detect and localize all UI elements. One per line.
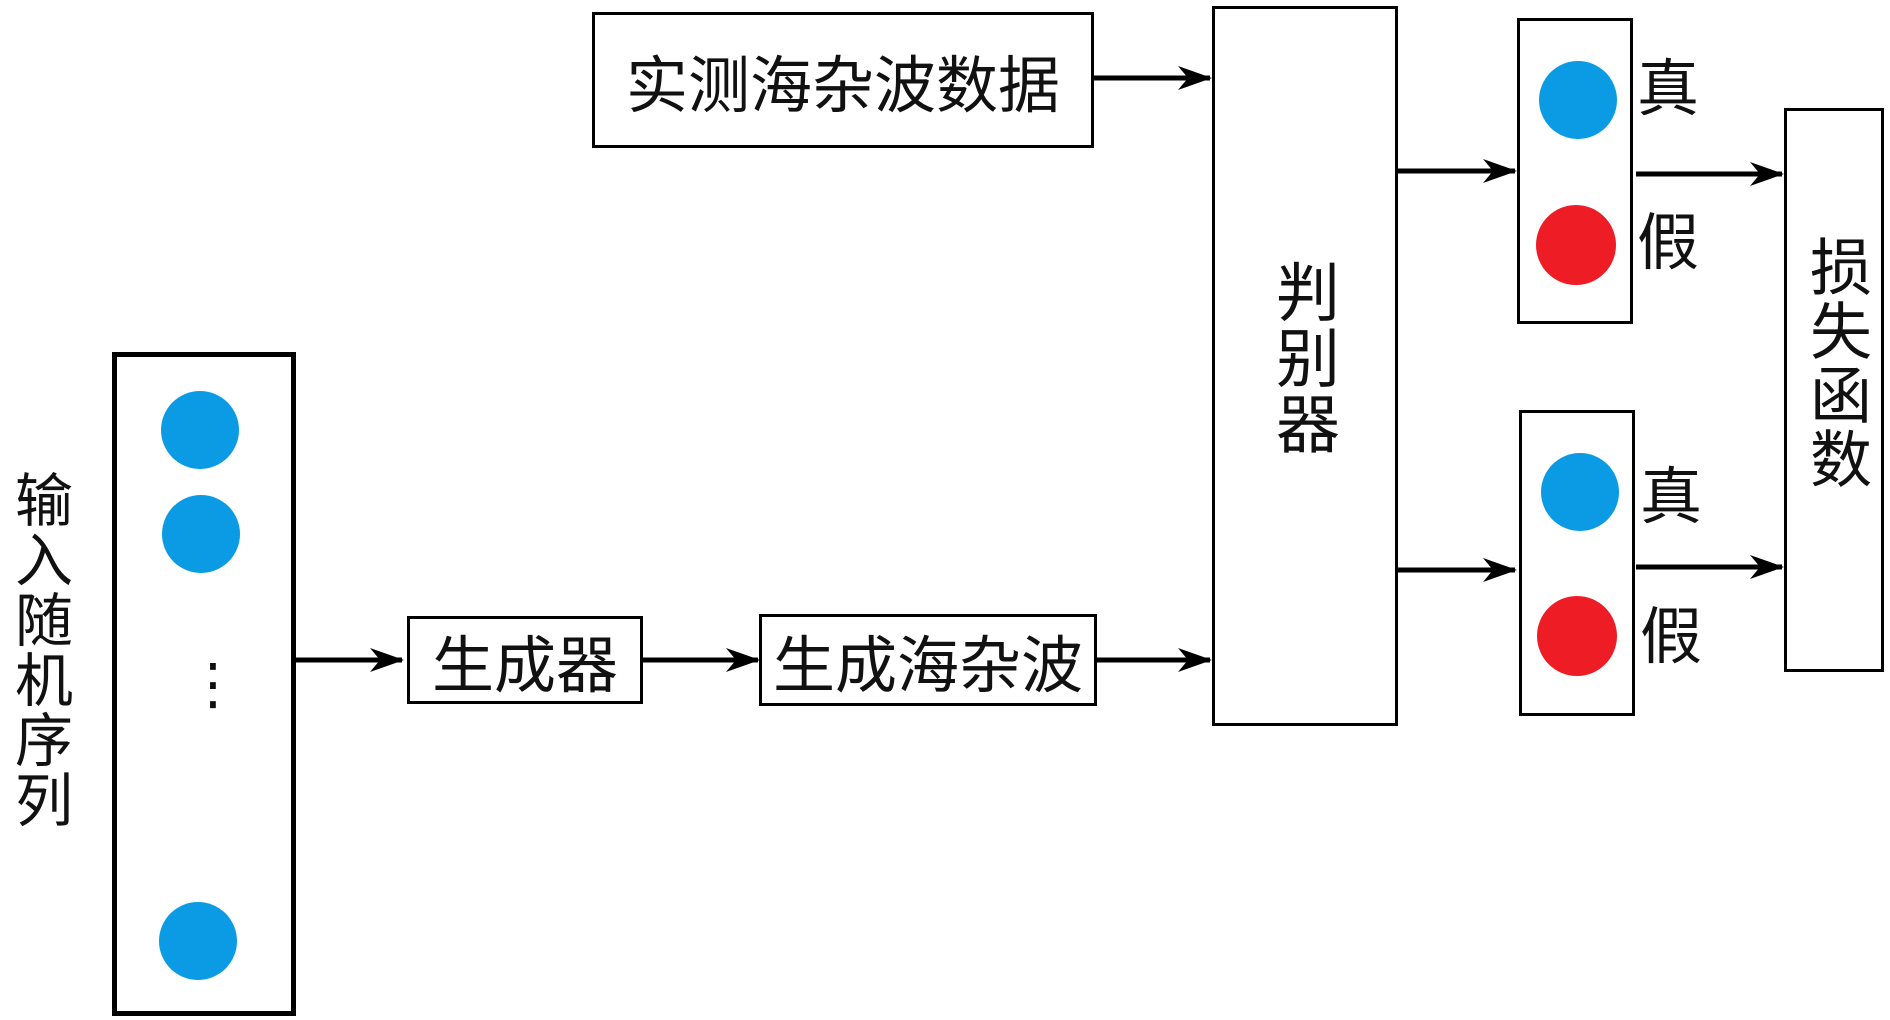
false-dot — [1537, 596, 1617, 676]
generated-clutter-box: 生成海杂波 — [759, 614, 1097, 706]
true-dot — [1539, 61, 1617, 139]
generator-label: 生成器 — [431, 629, 618, 702]
upper-true-label: 真 — [1637, 52, 1700, 125]
input-dot — [162, 495, 240, 573]
generator-box: 生成器 — [407, 616, 643, 704]
input-random-sequence-label: 输入随机序列 — [5, 470, 73, 830]
true-dot — [1541, 453, 1619, 531]
loss-function-box: 损失函数 — [1784, 108, 1884, 672]
false-dot — [1536, 205, 1616, 285]
measured-data-label: 实测海杂波数据 — [625, 49, 1060, 122]
measured-data-box: 实测海杂波数据 — [592, 12, 1094, 148]
upper-output-box — [1517, 18, 1633, 324]
discriminator-label: 判别器 — [1265, 259, 1339, 457]
lower-output-box — [1519, 410, 1635, 716]
discriminator-box: 判别器 — [1212, 6, 1398, 726]
loss-function-label: 损失函数 — [1799, 235, 1872, 491]
generated-clutter-label: 生成海杂波 — [772, 629, 1083, 702]
input-ellipsis: ⋮ — [185, 652, 241, 717]
lower-false-label: 假 — [1640, 600, 1703, 673]
input-dot — [159, 902, 237, 980]
upper-false-label: 假 — [1637, 206, 1700, 279]
lower-true-label: 真 — [1640, 460, 1703, 533]
input-sequence-box: ⋮ — [112, 352, 296, 1016]
input-dot — [161, 391, 239, 469]
